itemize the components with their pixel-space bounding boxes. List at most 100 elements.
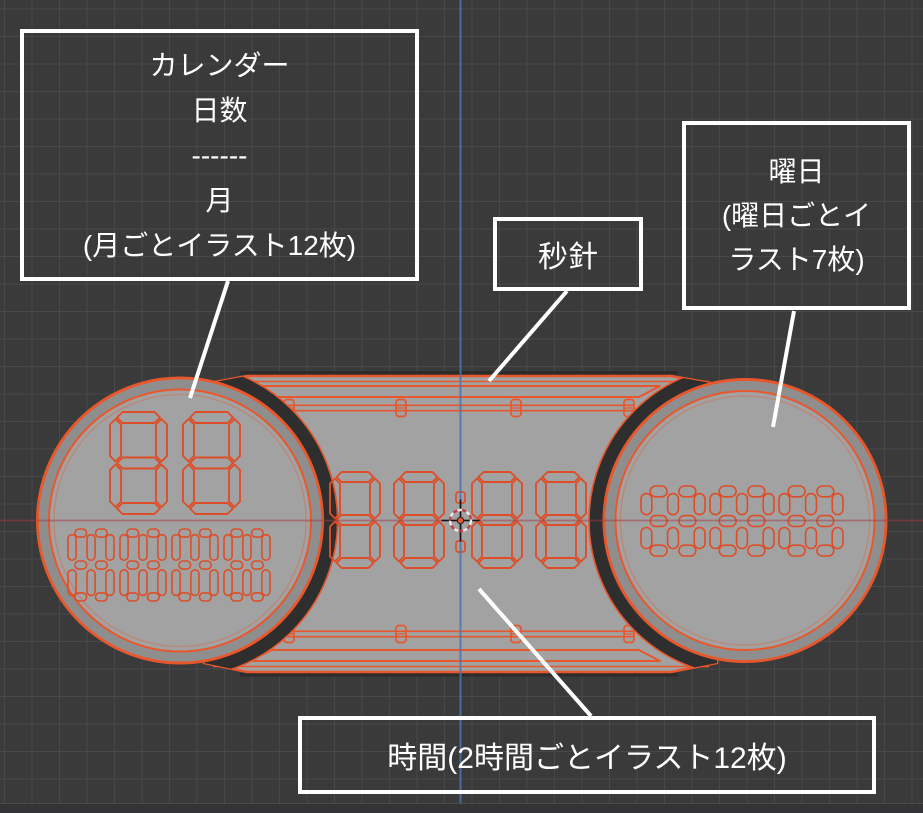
segment <box>94 592 108 602</box>
segment <box>709 526 722 550</box>
seven-segment-digit <box>109 411 168 515</box>
segment <box>67 533 77 562</box>
segment <box>747 485 766 498</box>
segment <box>762 492 775 516</box>
annotation-text: 月 <box>205 184 234 216</box>
segment <box>718 544 737 557</box>
segment <box>86 569 96 597</box>
segment <box>666 492 680 516</box>
segment <box>693 526 706 550</box>
segment-char <box>778 485 844 557</box>
segment <box>778 492 791 516</box>
segment <box>94 528 108 538</box>
segment <box>157 569 167 597</box>
segment <box>678 485 697 498</box>
annotation-box-hour: 時間(2時間ごとイラスト12枚) <box>298 716 876 794</box>
segment <box>138 569 148 597</box>
segment <box>74 592 88 602</box>
segment <box>693 492 706 516</box>
segment <box>86 533 96 562</box>
segment <box>105 533 115 562</box>
segment <box>787 485 806 498</box>
seven-segment-digit <box>182 411 241 515</box>
segment-char <box>119 528 167 602</box>
segment <box>198 560 212 570</box>
segment <box>223 533 233 562</box>
segment <box>67 569 77 597</box>
segment-char <box>223 528 271 602</box>
segment <box>146 592 160 602</box>
callout-line-hour <box>477 587 593 718</box>
segment <box>119 533 129 562</box>
segment <box>157 533 167 562</box>
segment <box>126 528 140 538</box>
segment <box>171 569 181 597</box>
segment <box>816 544 835 557</box>
segment <box>787 544 806 557</box>
annotation-text: 日数 <box>191 94 248 126</box>
annotation-text: 秒針 <box>538 241 598 274</box>
segment <box>230 560 244 570</box>
annotation-box-second-hand: 秒針 <box>493 217 643 291</box>
annotation-text: 曜日 <box>768 155 825 187</box>
callout-line-calendar <box>188 280 230 399</box>
segment <box>804 526 818 550</box>
segment <box>831 492 844 516</box>
annotation-text: ------ <box>191 139 248 171</box>
segment <box>146 560 160 570</box>
segment <box>146 528 160 538</box>
segment <box>649 485 668 498</box>
annotation-text: (曜日ごとイ <box>721 199 872 231</box>
segment <box>261 569 271 597</box>
segment <box>119 569 129 597</box>
annotation-text: (月ごとイラスト12枚) <box>82 229 357 261</box>
callout-lines <box>188 280 796 718</box>
segment <box>178 560 192 570</box>
segment <box>198 592 212 602</box>
segment <box>250 528 264 538</box>
segment <box>74 528 88 538</box>
segment <box>126 560 140 570</box>
cursor-ring-white <box>448 508 473 533</box>
segment <box>735 526 749 550</box>
viewport-bottom-strip <box>0 803 923 813</box>
segment <box>649 544 668 557</box>
segment <box>209 569 219 597</box>
segment <box>250 560 264 570</box>
segment <box>831 526 844 550</box>
segment <box>230 592 244 602</box>
3d-cursor[interactable] <box>441 499 480 542</box>
segment <box>261 533 271 562</box>
segment <box>126 592 140 602</box>
segment <box>709 492 722 516</box>
segment <box>190 533 200 562</box>
segment-char <box>171 528 219 602</box>
segment <box>171 533 181 562</box>
segment-char <box>640 485 706 557</box>
segment <box>242 569 252 597</box>
segment <box>747 544 766 557</box>
annotation-text: カレンダー <box>149 49 290 81</box>
segment <box>735 492 749 516</box>
segment <box>198 528 212 538</box>
segment <box>178 592 192 602</box>
annotation-box-weekday: 曜日 (曜日ごとイ ラスト7枚) <box>682 121 911 310</box>
segment <box>718 485 737 498</box>
segment <box>762 526 775 550</box>
callout-line-second-hand <box>487 289 569 383</box>
segment <box>242 533 252 562</box>
segment <box>209 533 219 562</box>
segment <box>678 544 697 557</box>
segment <box>640 526 653 550</box>
segment <box>816 485 835 498</box>
annotation-box-calendar: カレンダー 日数 ------ 月 (月ごとイラスト12枚) <box>20 29 419 281</box>
annotation-text: 時間(2時間ごとイラスト12枚) <box>387 742 787 775</box>
segment <box>94 560 108 570</box>
segment <box>778 526 791 550</box>
segment <box>230 528 244 538</box>
segment <box>804 492 818 516</box>
segment <box>190 569 200 597</box>
cursor-ring-red <box>448 508 473 533</box>
